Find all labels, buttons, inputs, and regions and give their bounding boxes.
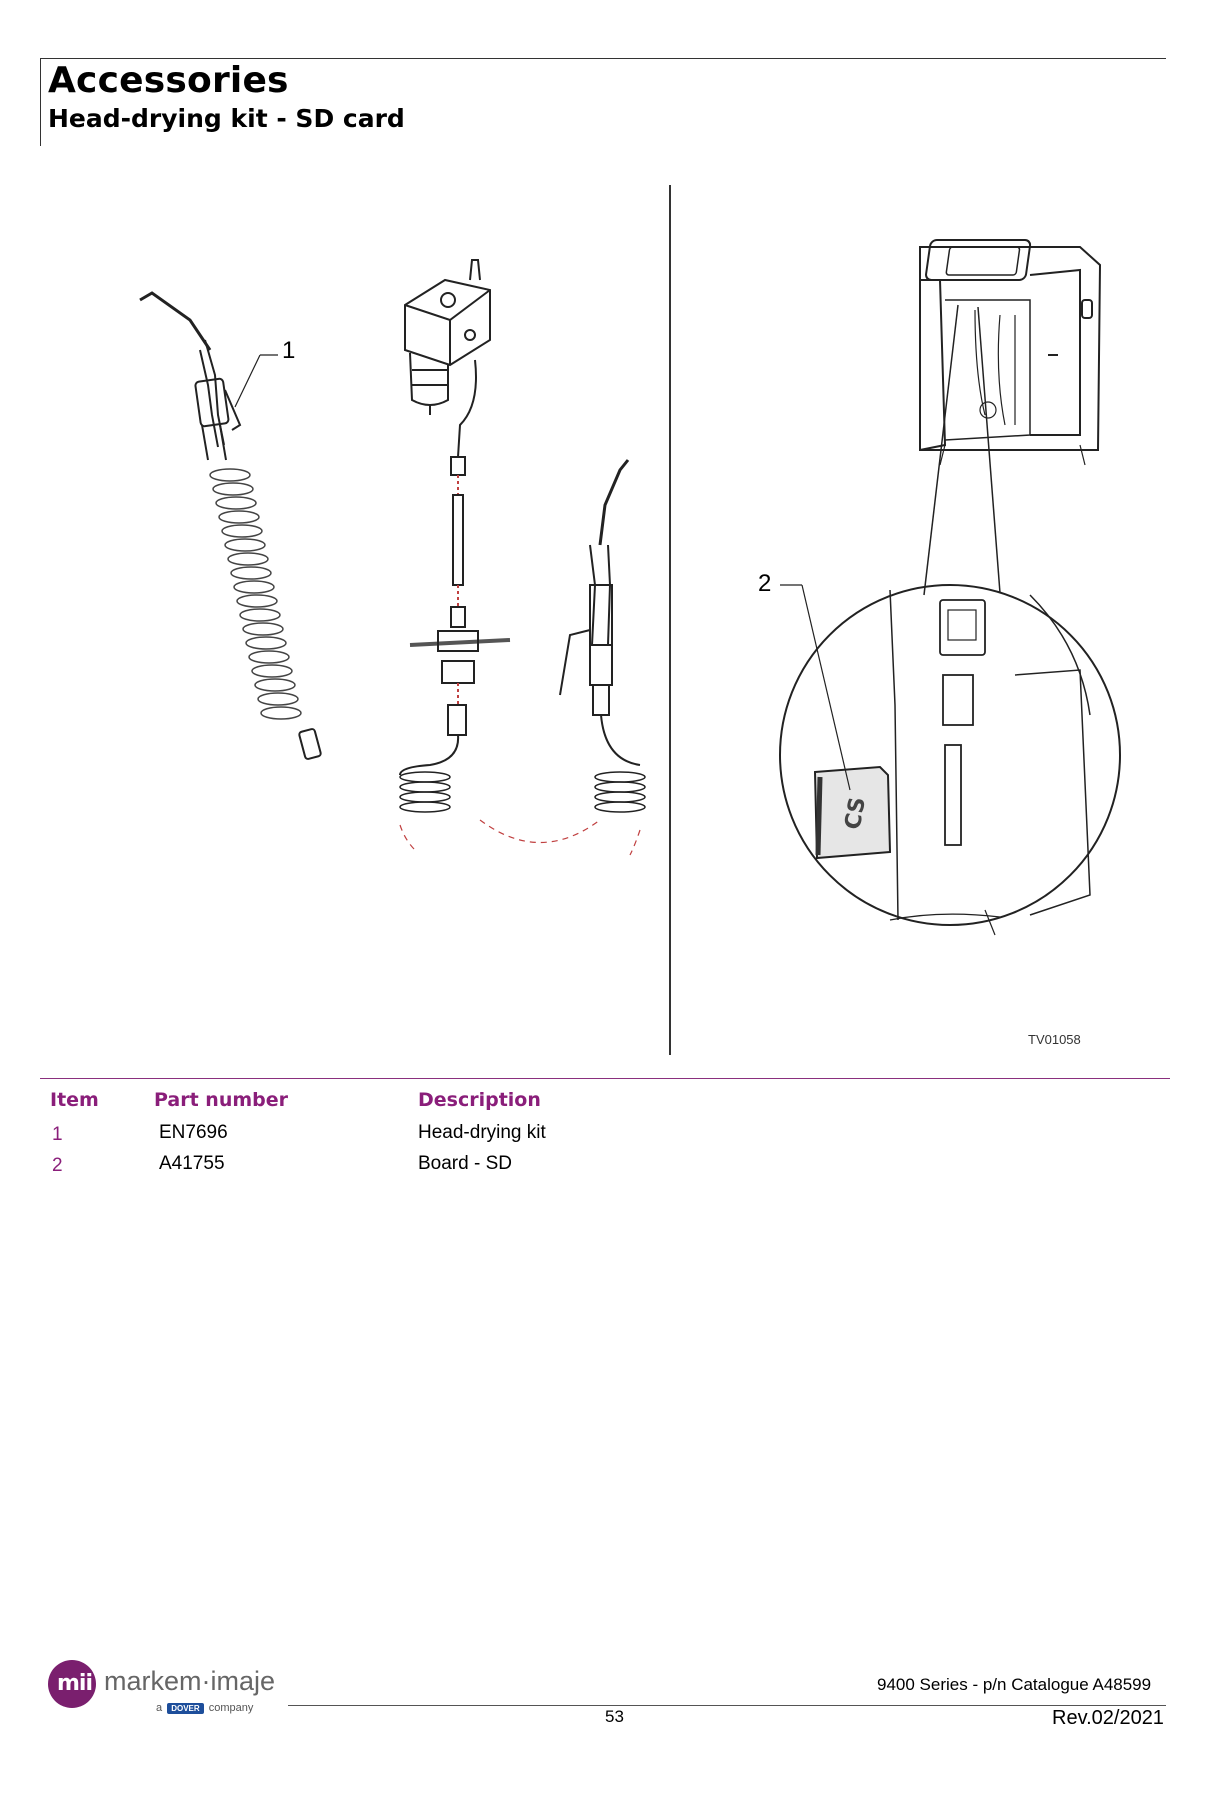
callout-2: 2 — [758, 570, 772, 597]
dover-logo: DOVER — [167, 1703, 204, 1714]
svg-text:CS: CS — [841, 795, 871, 831]
markem-imaje-logo: mii markem·imaje a DOVER company — [48, 1660, 288, 1720]
parts-illustration: CS 1 2 — [40, 175, 1166, 1075]
row-part-number: A41755 — [159, 1153, 225, 1174]
header-side-rule — [40, 58, 41, 146]
footer-rule — [288, 1705, 1166, 1706]
page-title: Accessories — [48, 60, 289, 101]
row-item: 1 — [52, 1124, 63, 1145]
row-part-number: EN7696 — [159, 1122, 228, 1143]
page-subtitle: Head-drying kit - SD card — [48, 104, 405, 133]
logo-name: markem·imaje — [104, 1666, 276, 1696]
col-header-item: Item — [50, 1089, 99, 1111]
row-description: Board - SD — [418, 1153, 512, 1174]
callout-1: 1 — [282, 337, 296, 364]
col-header-description: Description — [418, 1089, 541, 1111]
revision: Rev.02/2021 — [1052, 1707, 1164, 1729]
logo-tagline: a DOVER company — [156, 1702, 254, 1714]
page-number: 53 — [605, 1707, 624, 1726]
header-rule — [40, 58, 1166, 59]
row-item: 2 — [52, 1155, 63, 1176]
col-header-part-number: Part number — [154, 1089, 289, 1111]
illustration-drawing: CS — [139, 185, 1121, 1055]
row-description: Head-drying kit — [418, 1122, 546, 1143]
figure-reference: TV01058 — [1028, 1032, 1081, 1047]
table-top-rule — [40, 1078, 1170, 1079]
footer-document-title: 9400 Series - p/n Catalogue A48599 — [877, 1675, 1152, 1694]
logo-mark-icon: mii — [48, 1660, 96, 1708]
